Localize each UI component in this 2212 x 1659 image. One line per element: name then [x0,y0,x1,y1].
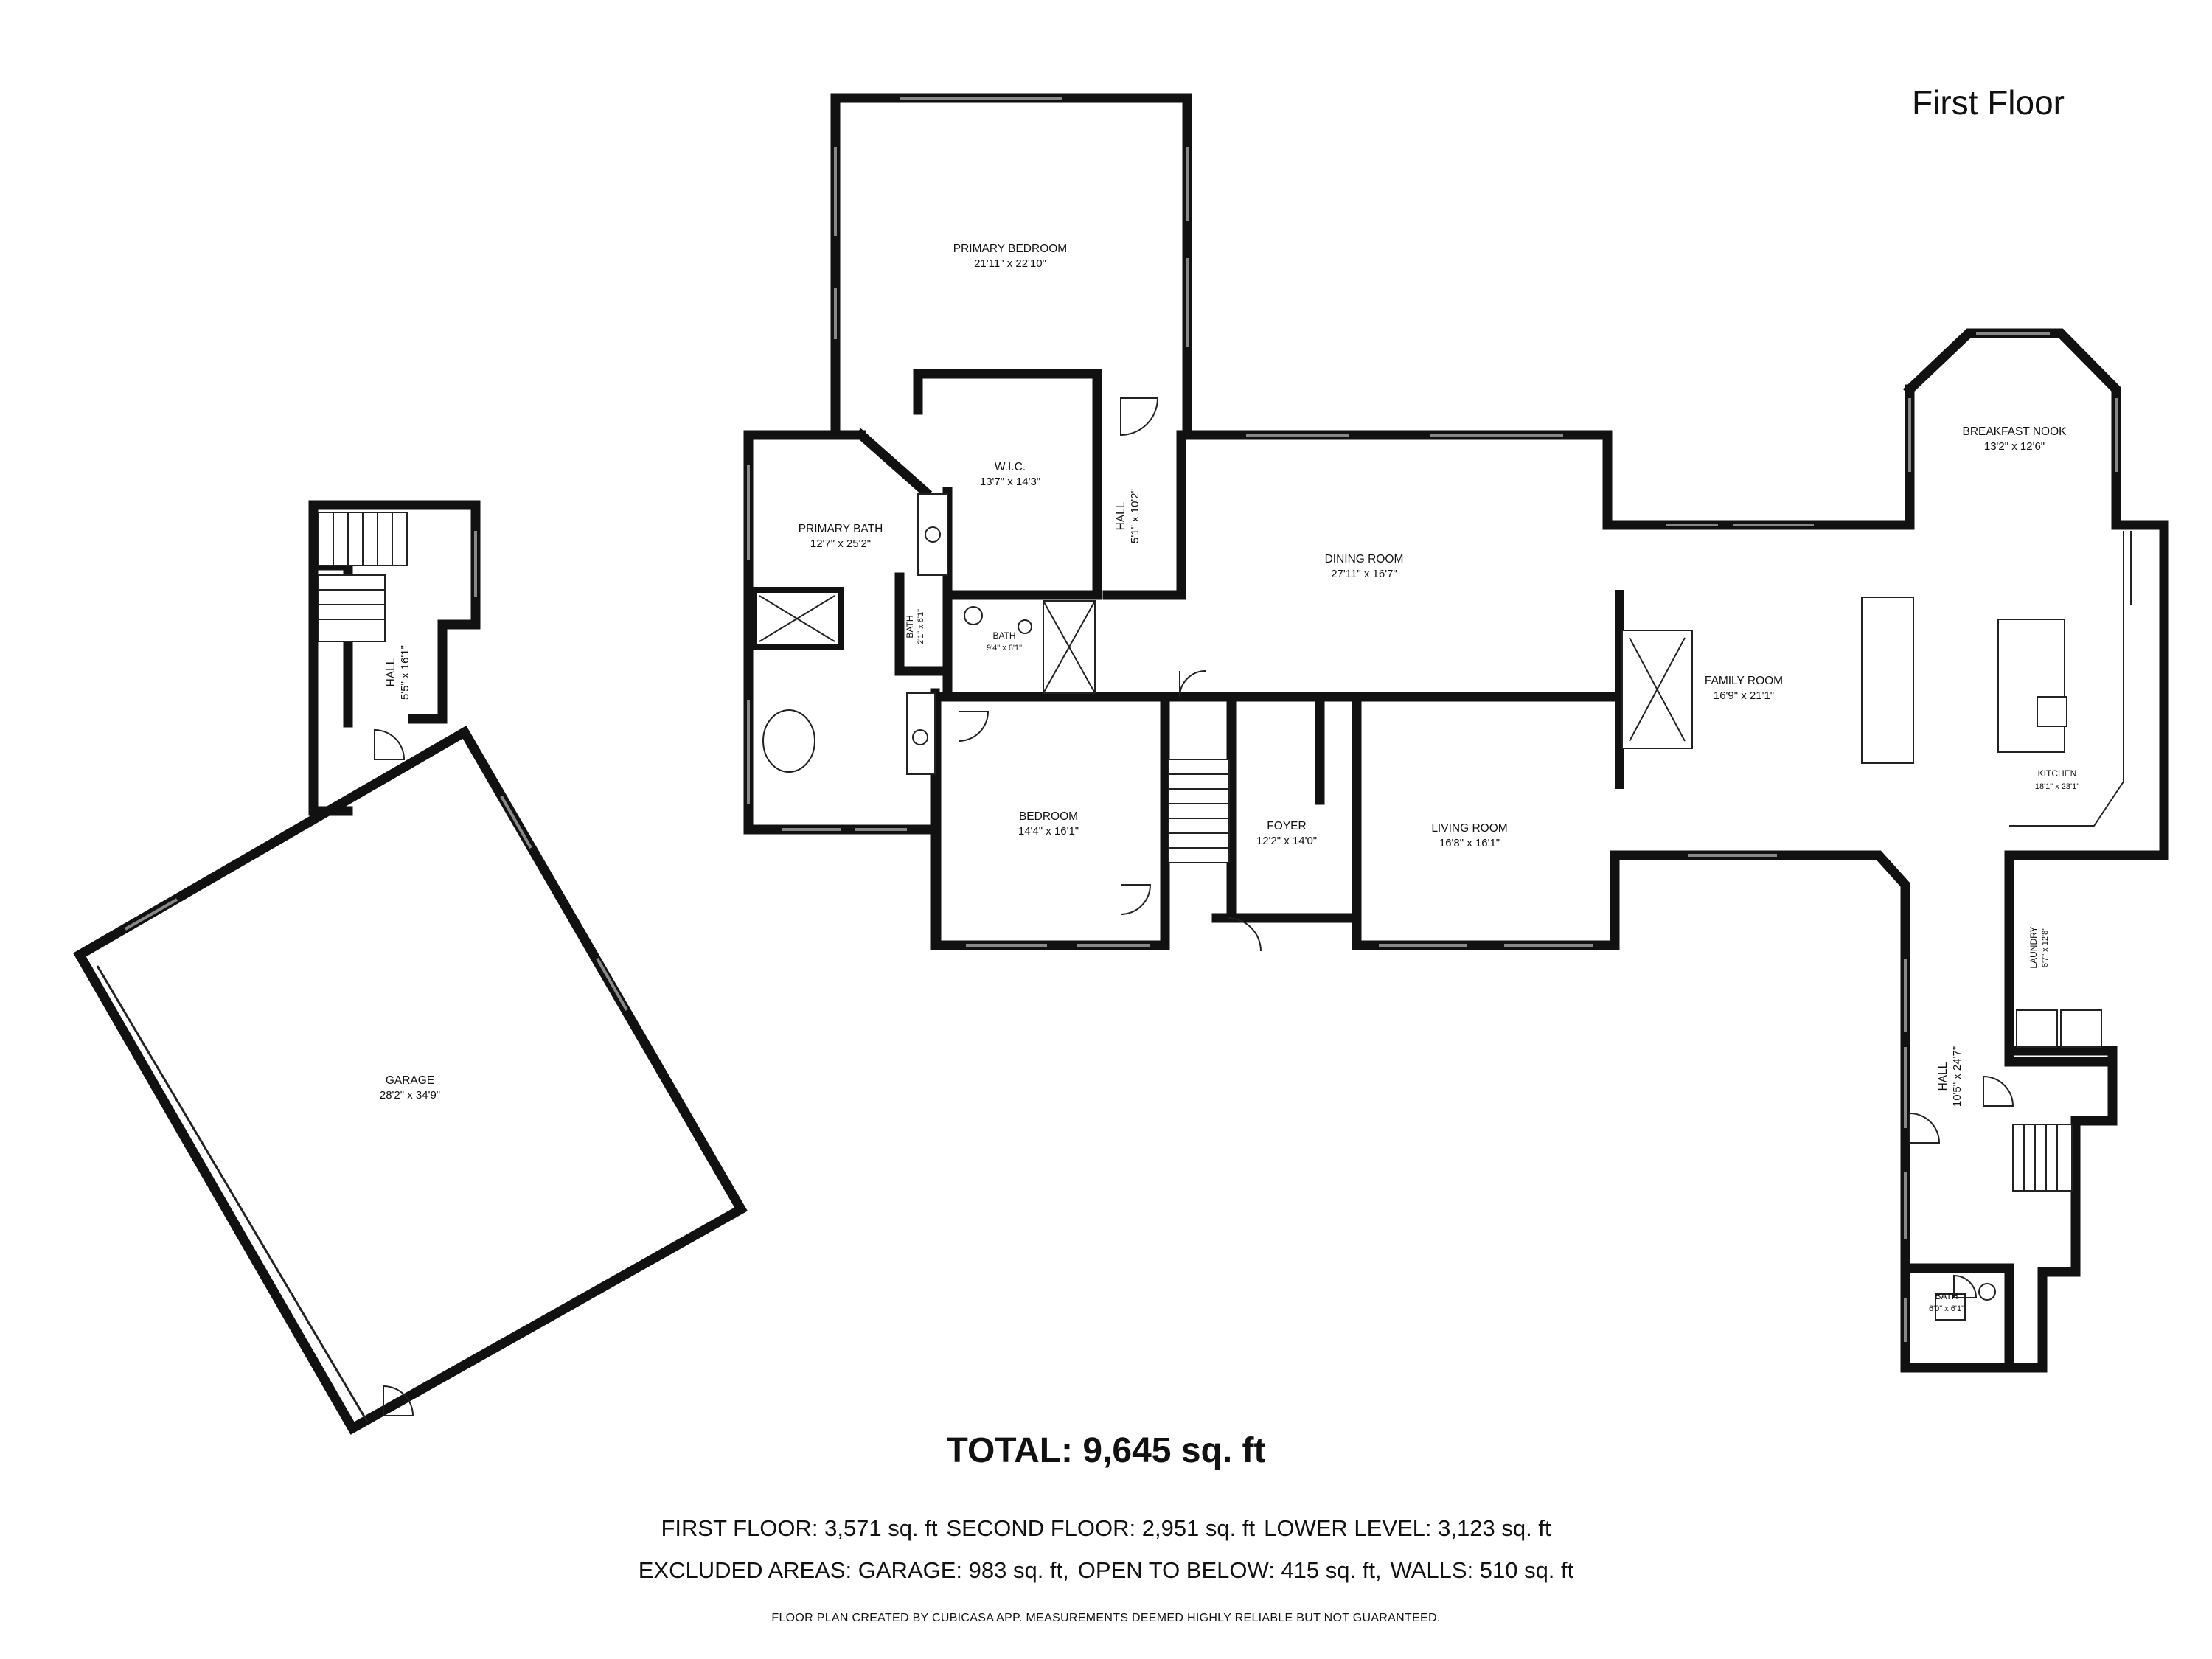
room-primary-bath-name: PRIMARY BATH [799,523,883,535]
room-bath-east-name: BATH [1935,1291,1958,1301]
area-open-to-below: OPEN TO BELOW: 415 sq. ft, [1077,1557,1382,1583]
fixtures [318,397,2132,1416]
floor-title: First Floor [1912,83,2065,122]
room-living-room-dim: 16'8" x 16'1" [1439,837,1500,849]
room-breakfast-nook-dim: 13'2" x 12'6" [1984,440,2045,453]
room-bath-mid-dim: 9'4" x 6'1" [987,644,1022,653]
room-dining-room-name: DINING ROOM [1325,553,1404,566]
room-primary-bath-dim: 12'7" x 25'2" [810,538,871,550]
room-labels: PRIMARY BEDROOM 21'11" x 22'10" W.I.C. 1… [380,243,2079,1313]
area-first-floor: FIRST FLOOR: 3,571 sq. ft [661,1515,938,1541]
area-lower-level: LOWER LEVEL: 3,123 sq. ft [1264,1515,1551,1541]
room-hall-upper-name: HALL [1115,501,1127,530]
room-kitchen-dim: 18'1" x 23'1" [2035,782,2079,791]
area-walls: WALLS: 510 sq. ft [1390,1557,1574,1583]
disclaimer: FLOOR PLAN CREATED BY CUBICASA APP. MEAS… [771,1612,1441,1624]
room-laundry-dim: 6'7" x 12'8" [2041,928,2050,967]
room-family-room-name: FAMILY ROOM [1705,675,1783,687]
area-summary-line-1: FIRST FLOOR: 3,571 sq. ft SECOND FLOOR: 2… [0,1515,2212,1542]
room-hall-east-name: HALL [1937,1062,1950,1091]
room-bedroom-name: BEDROOM [1019,810,1078,823]
room-foyer-dim: 12'2" x 14'0" [1256,835,1317,847]
area-summary-line-2: EXCLUDED AREAS: GARAGE: 983 sq. ft, OPEN … [0,1557,2212,1584]
room-primary-bedroom-dim: 21'11" x 22'10" [974,257,1046,270]
room-hall-west-dim: 5'5" x 16'1" [399,645,411,700]
room-bath-small-dim: 2'1" x 6'1" [917,609,925,644]
room-bath-small-name: BATH [905,615,915,638]
room-living-room-name: LIVING ROOM [1431,822,1507,835]
area-second-floor: SECOND FLOOR: 2,951 sq. ft [946,1515,1256,1541]
room-family-room-dim: 16'9" x 21'1" [1714,689,1774,702]
windows [125,97,2118,1342]
total-area: TOTAL: 9,645 sq. ft [946,1431,1266,1470]
room-bath-mid-name: BATH [992,630,1015,641]
garage-walls [73,726,748,1435]
walls [308,93,2169,1373]
room-foyer-name: FOYER [1267,820,1306,832]
room-breakfast-nook-name: BREAKFAST NOOK [1963,425,2067,438]
room-hall-east-dim: 10'5" x 24'7" [1951,1046,1964,1107]
area-excluded-garage: EXCLUDED AREAS: GARAGE: 983 sq. ft, [638,1557,1069,1583]
room-hall-upper-dim: 5'1" x 10'2" [1129,489,1141,543]
room-wic-name: W.I.C. [995,461,1026,473]
room-primary-bedroom-name: PRIMARY BEDROOM [953,243,1067,255]
room-hall-west-name: HALL [385,658,397,686]
room-laundry-name: LAUNDRY [2028,926,2039,968]
room-wic-dim: 13'7" x 14'3" [980,476,1040,488]
room-dining-room-dim: 27'11" x 16'7" [1331,568,1397,580]
room-bath-east-dim: 6'0" x 6'1" [1929,1304,1964,1313]
room-garage-name: GARAGE [386,1074,434,1087]
room-garage-dim: 28'2" x 34'9" [380,1089,440,1102]
room-bedroom-dim: 14'4" x 16'1" [1018,825,1079,838]
room-kitchen-name: KITCHEN [2038,768,2077,779]
